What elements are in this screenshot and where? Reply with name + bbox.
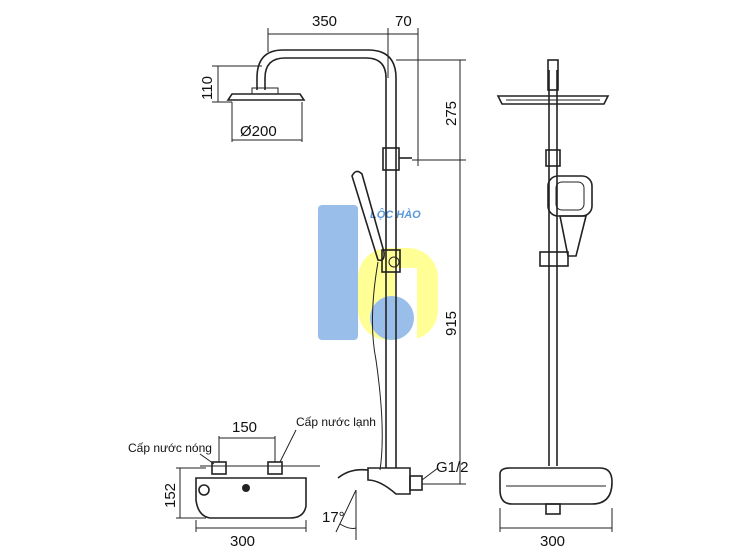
- shower-arm-outer: [264, 57, 387, 90]
- dim-head-diameter: Ø200: [240, 123, 277, 140]
- valve-center-outlet-icon: [242, 484, 250, 492]
- thread-leader: [421, 467, 439, 481]
- side-spout: [545, 503, 561, 515]
- label-cold-water: Cấp nước lạnh: [296, 415, 376, 429]
- leader-cold-water: [279, 429, 297, 463]
- bottom-faucet: [367, 467, 411, 495]
- cold-inlet-connector: [267, 461, 283, 475]
- front-view-dimensions: 350 70 110 Ø200 275 915 G1/2: [199, 13, 469, 485]
- valve-detail-view: 150 152 300 Cấp nước nóng Cấp nước lạnh: [128, 415, 376, 550]
- side-view: 300: [496, 59, 613, 550]
- column-joint: [382, 147, 400, 171]
- shower-head-joint: [251, 87, 279, 95]
- dim-side-width: 300: [540, 533, 565, 550]
- valve-left-knob-icon: [198, 484, 210, 496]
- dim-rail-height: 915: [443, 311, 460, 336]
- dim-thread: G1/2: [436, 459, 469, 476]
- shower-hose: [371, 261, 383, 471]
- leader-hot-water: [199, 453, 215, 465]
- side-holder: [539, 251, 569, 267]
- faucet-connector: [409, 475, 423, 491]
- angle-line: [335, 489, 357, 533]
- label-hot-water: Cấp nước nóng: [128, 441, 212, 455]
- holder-knob-icon: [388, 256, 400, 268]
- dim-valve-width: 300: [230, 533, 255, 550]
- rain-shower-head: [226, 93, 306, 101]
- faucet-spout: [337, 468, 369, 479]
- valve-body: [195, 477, 307, 519]
- watermark-blue-bar: [318, 205, 358, 340]
- hand-shower-holder: [381, 249, 401, 273]
- shower-arm-inner: [256, 49, 397, 90]
- angle-value: 17°: [322, 509, 345, 526]
- dim-valve-centers: 150: [232, 419, 257, 436]
- side-hand-shower-nozzle-plate: [555, 181, 585, 211]
- side-top-cap: [547, 59, 559, 91]
- dim-offset: 70: [395, 13, 412, 30]
- side-column-joint: [545, 149, 561, 167]
- angle-arc: [339, 523, 357, 529]
- side-valve-body: [499, 467, 613, 505]
- dim-head-height: 110: [199, 76, 216, 100]
- side-rain-head: [496, 95, 610, 105]
- dim-arm-length: 350: [312, 13, 337, 30]
- watermark-logo: LỘC HÀO: [318, 205, 438, 340]
- dim-valve-height: 152: [162, 483, 179, 508]
- front-view: 17°: [226, 49, 423, 540]
- watermark-blue-dot: [370, 296, 414, 340]
- hand-shower: [351, 170, 385, 262]
- side-hand-shower-handle: [559, 215, 588, 257]
- dim-upper-height: 275: [443, 101, 460, 126]
